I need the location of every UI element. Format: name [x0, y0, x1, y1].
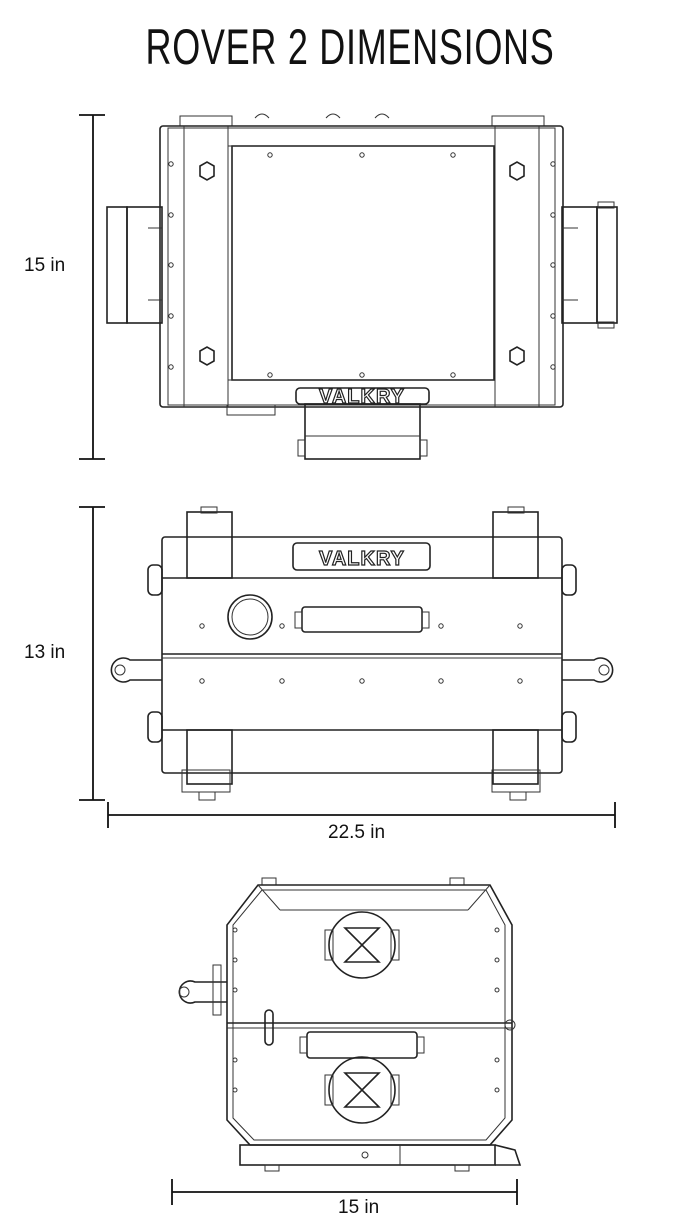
- side-view-width-label: 15 in: [338, 1197, 380, 1218]
- top-view-drawing: VALKRY: [79, 113, 618, 460]
- top-view-logo: VALKRY: [319, 386, 405, 408]
- right-handle: [561, 201, 618, 329]
- top-view-height-dimension: [79, 114, 105, 460]
- upper-vent: [324, 911, 400, 979]
- front-view-width-dimension: [107, 802, 616, 828]
- front-view-logo: VALKRY: [319, 548, 405, 570]
- left-handle: [106, 206, 163, 324]
- page-title: ROVER 2 DIMENSIONS: [145, 19, 555, 75]
- front-view-width-label: 22.5 in: [328, 822, 386, 843]
- top-view-height-label: 15 in: [24, 255, 66, 276]
- side-view-width-dimension: [171, 1179, 518, 1205]
- bottom-handle: [297, 403, 428, 460]
- lower-vent: [324, 1056, 400, 1124]
- front-view-height-label: 13 in: [24, 642, 66, 663]
- front-view-drawing: VALKRY: [79, 506, 616, 828]
- front-view-height-dimension: [79, 506, 105, 801]
- side-view-drawing: [171, 877, 522, 1205]
